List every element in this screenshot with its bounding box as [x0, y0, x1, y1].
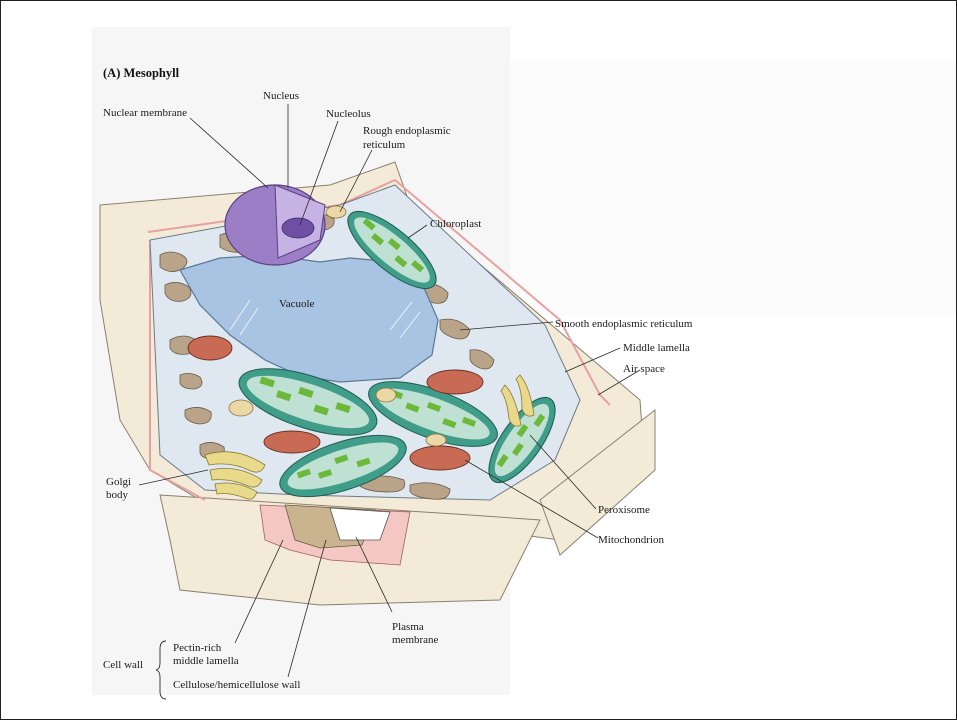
label-smooth-er: Smooth endoplasmic reticulum — [555, 318, 693, 330]
label-cell-wall: Cell wall — [103, 659, 143, 671]
label-mitochondrion: Mitochondrion — [598, 534, 664, 546]
label-golgi-line1: Golgi — [106, 476, 131, 488]
label-rough-er-line2: reticulum — [363, 139, 406, 151]
diagram-title: (A) Mesophyll — [103, 66, 180, 80]
label-nuclear-membrane: Nuclear membrane — [103, 107, 187, 119]
label-pectin-line2: middle lamella — [173, 655, 239, 667]
label-cellulose-wall: Cellulose/hemicellulose wall — [173, 679, 300, 691]
cell-wall-bracket — [156, 641, 166, 699]
label-peroxisome: Peroxisome — [598, 504, 650, 516]
label-nucleolus: Nucleolus — [326, 108, 371, 120]
label-plasma-membrane-line1: Plasma — [392, 621, 424, 633]
label-middle-lamella: Middle lamella — [623, 342, 690, 354]
label-air-space: Air space — [623, 363, 665, 375]
label-golgi-line2: body — [106, 489, 129, 501]
label-nucleus: Nucleus — [263, 90, 299, 102]
label-rough-er-line1: Rough endoplasmic — [363, 125, 451, 137]
label-chloroplast: Chloroplast — [430, 218, 481, 230]
label-plasma-membrane-line2: membrane — [392, 634, 439, 646]
label-pectin-line1: Pectin-rich — [173, 642, 222, 654]
label-vacuole: Vacuole — [279, 298, 315, 310]
